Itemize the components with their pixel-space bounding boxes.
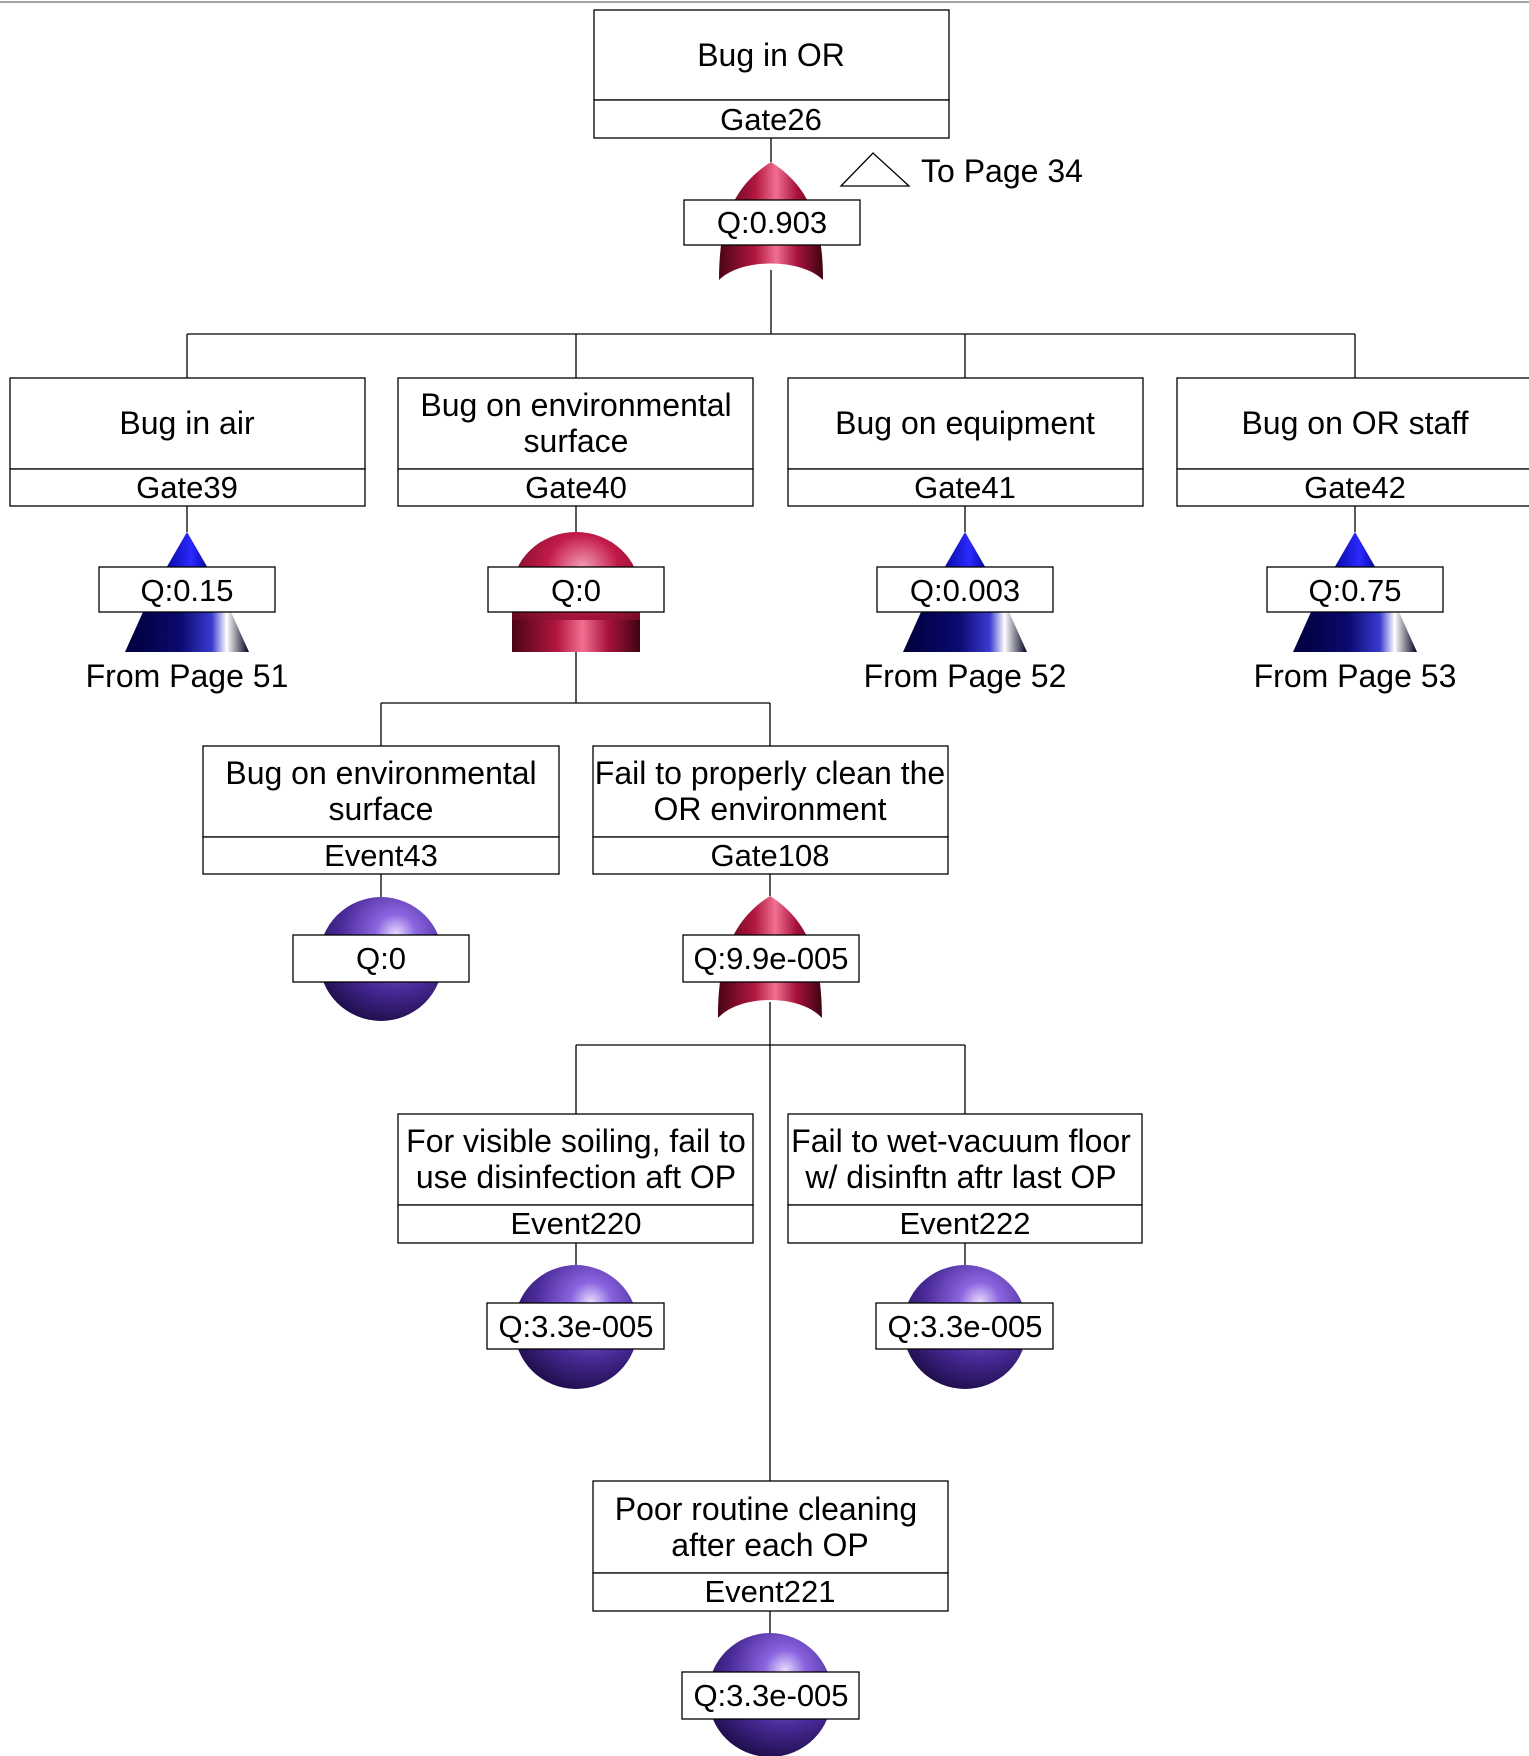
probability-label: Q:0.903 — [717, 205, 827, 240]
probability-box — [875, 1302, 1054, 1350]
node-title-line: Bug on OR staff — [1241, 405, 1468, 441]
node-title-line: Bug in air — [119, 405, 255, 441]
node-title-line: Poor routine cleaning — [615, 1491, 917, 1527]
probability-label: Q:3.3e-005 — [498, 1309, 653, 1344]
node-id-box — [397, 1204, 754, 1244]
node-id: Gate108 — [711, 838, 830, 873]
node-title-line: Bug on environmental — [420, 387, 731, 423]
node-id: Gate40 — [525, 470, 627, 505]
probability-label: Q:3.3e-005 — [887, 1309, 1042, 1344]
probability-box — [682, 934, 860, 983]
probability-box — [487, 566, 665, 613]
node-title-line: Bug on environmental — [225, 755, 536, 791]
node-id-box — [1176, 468, 1529, 507]
probability-box — [486, 1302, 665, 1350]
node-title-box — [787, 377, 1144, 470]
node-id: Event220 — [511, 1206, 642, 1241]
probability-box — [98, 566, 276, 613]
node-title-box — [593, 9, 950, 101]
node-id: Gate26 — [720, 102, 822, 137]
node-id-box — [592, 836, 949, 875]
probability-box — [681, 1671, 860, 1720]
node-title-line: Bug on equipment — [835, 405, 1095, 441]
node-gate41[interactable]: Bug on equipment Gate41 Q:0.003 From Pag… — [787, 377, 1144, 694]
connector-lines — [186, 138, 1356, 1634]
node-id-box — [9, 468, 366, 507]
node-title-line: For visible soiling, fail to — [406, 1123, 746, 1159]
node-title-line: after each OP — [671, 1527, 868, 1563]
node-event43[interactable]: Bug on environmental surface Event43 Q:0 — [202, 745, 560, 1021]
node-title-box — [787, 1113, 1143, 1206]
probability-box — [1266, 566, 1444, 613]
probability-label: Q:3.3e-005 — [693, 1678, 848, 1713]
transfer-in-label: From Page 52 — [864, 658, 1067, 694]
node-id-box — [202, 836, 560, 875]
transfer-in-label: From Page 51 — [86, 658, 289, 694]
probability-label: Q:0.15 — [140, 573, 233, 608]
node-id: Gate41 — [914, 470, 1016, 505]
node-gate26[interactable]: Bug in OR Gate26 Q:0.903 — [593, 9, 950, 280]
node-gate108[interactable]: Fail to properly clean the OR environmen… — [592, 745, 949, 1018]
node-title-line: surface — [329, 791, 434, 827]
node-id-box — [787, 468, 1144, 507]
probability-label: Q:0 — [551, 573, 601, 608]
node-title-box — [397, 377, 754, 470]
node-id: Event222 — [900, 1206, 1031, 1241]
transfer-out-triangle-icon — [839, 152, 911, 187]
node-title-box — [592, 1480, 949, 1574]
node-event221[interactable]: Poor routine cleaning after each OP Even… — [592, 1480, 949, 1756]
node-id: Event43 — [324, 838, 438, 873]
node-id: Gate42 — [1304, 470, 1406, 505]
transfer-out-label: To Page 34 — [921, 153, 1083, 189]
node-id-box — [592, 1572, 949, 1612]
probability-label: Q:0 — [356, 941, 406, 976]
node-id: Gate39 — [136, 470, 238, 505]
probability-label: Q:0.003 — [910, 573, 1020, 608]
transfer-out: To Page 34 — [839, 152, 1083, 189]
node-id-box — [787, 1204, 1143, 1244]
node-title-line: w/ disinftn aftr last OP — [804, 1159, 1116, 1195]
node-title-box — [9, 377, 366, 470]
node-event222[interactable]: Fail to wet-vacuum floor w/ disinftn aft… — [787, 1113, 1143, 1389]
node-title-box — [1176, 377, 1529, 470]
probability-box — [292, 934, 470, 983]
node-id: Event221 — [705, 1574, 836, 1609]
node-title-box — [202, 745, 560, 838]
node-id-box — [593, 99, 950, 139]
node-title-line: Fail to properly clean the — [595, 755, 945, 791]
probability-box — [683, 199, 861, 246]
node-title-line: OR environment — [654, 791, 887, 827]
node-gate40[interactable]: Bug on environmental surface Gate40 Q:0 — [397, 377, 754, 652]
probability-box — [876, 566, 1054, 613]
transfer-in-label: From Page 53 — [1254, 658, 1457, 694]
node-gate39[interactable]: Bug in air Gate39 Q:0.15 From Page 51 — [9, 377, 366, 694]
node-event220[interactable]: For visible soiling, fail to use disinfe… — [397, 1113, 754, 1389]
node-gate42[interactable]: Bug on OR staff Gate42 Q:0.75 From Page … — [1176, 377, 1529, 694]
node-title-box — [592, 745, 949, 838]
probability-label: Q:9.9e-005 — [693, 941, 848, 976]
node-title-line: use disinfection aft OP — [416, 1159, 736, 1195]
node-id-box — [397, 468, 754, 507]
probability-label: Q:0.75 — [1308, 573, 1401, 608]
node-title-line: Fail to wet-vacuum floor — [791, 1123, 1131, 1159]
node-title-line: surface — [524, 423, 629, 459]
node-title-line: Bug in OR — [697, 37, 845, 73]
